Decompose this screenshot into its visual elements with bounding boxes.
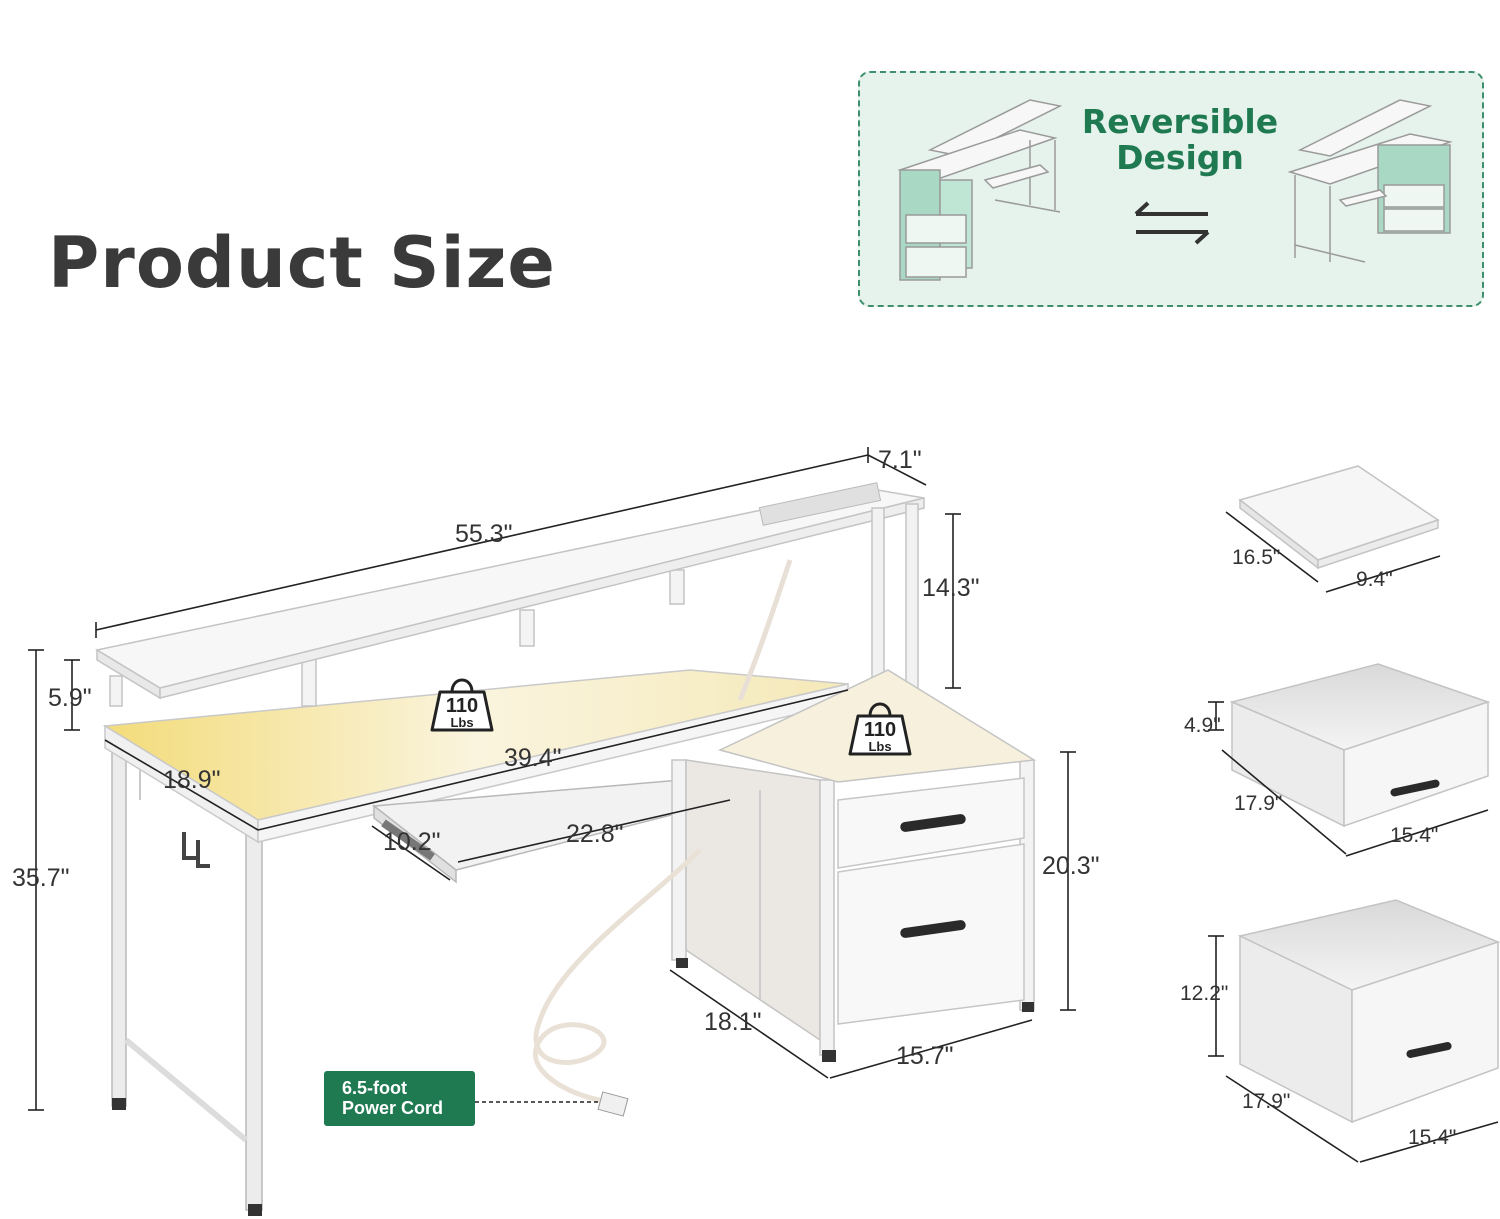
cpu-tray [1238,465,1440,570]
dim-small-drawer-depth: 17.9" [1234,792,1283,815]
main-desk [94,482,1037,1216]
page-title: Product Size [48,222,556,304]
dim-riser-height: 5.9" [48,684,92,712]
dim-desk-depth: 18.9" [163,766,221,794]
dim-keyboard-width: 22.8" [566,820,624,848]
dim-desktop-length: 39.4" [504,744,562,772]
weight-capacity-desk: 110 Lbs [445,695,479,730]
reversible-design-title: Reversible Design [1081,102,1279,177]
small-drawer [1229,663,1491,828]
dim-large-drawer-depth: 17.9" [1242,1090,1291,1113]
dim-tray-width: 9.4" [1356,568,1393,591]
dim-shelf-height: 14.3" [922,574,980,602]
dim-small-drawer-width: 15.4" [1390,824,1439,847]
dim-small-drawer-height: 4.9" [1184,714,1221,737]
dim-shelf-depth: 7.1" [878,446,922,474]
weight-tag-icon [848,702,912,756]
mini-desk-right [1287,99,1453,263]
dim-cabinet-width: 15.7" [896,1042,954,1070]
dim-total-height: 35.7" [12,864,70,892]
swap-arrows-icon [1134,201,1210,245]
dimension-lines [28,447,1499,1163]
dim-tray-depth: 16.5" [1232,546,1281,569]
mini-desk-left [897,99,1063,281]
large-drawer [1237,899,1500,1124]
dim-desk-width: 55.3" [455,520,513,548]
power-cord-badge: 6.5-foot Power Cord [324,1071,475,1126]
dim-cabinet-height: 20.3" [1042,852,1100,880]
dim-large-drawer-width: 15.4" [1408,1126,1457,1149]
weight-capacity-cabinet: 110 Lbs [863,719,897,754]
dim-keyboard-depth: 10.2" [383,828,441,856]
weight-tag-icon [430,678,494,732]
dim-large-drawer-height: 12.2" [1180,982,1229,1005]
dim-cabinet-depth: 18.1" [704,1008,762,1036]
